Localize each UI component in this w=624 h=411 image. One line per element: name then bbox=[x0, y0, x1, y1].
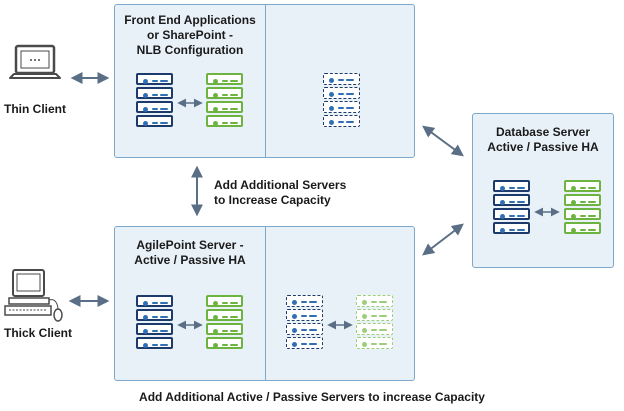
server-unit bbox=[323, 101, 360, 113]
server-icon bbox=[136, 73, 173, 129]
server-icon bbox=[323, 73, 360, 129]
server-unit bbox=[323, 73, 360, 85]
server-unit bbox=[493, 222, 530, 234]
frontend-panel-title: Front End Applications or SharePoint - N… bbox=[124, 13, 256, 57]
server-unit bbox=[206, 73, 243, 85]
desktop-computer-icon bbox=[4, 269, 63, 322]
server-unit bbox=[206, 115, 243, 127]
thick-client-label: Thick Client bbox=[4, 326, 73, 340]
server-unit bbox=[206, 87, 243, 99]
agilepoint-panel-divider bbox=[265, 227, 266, 380]
frontend-panel-divider bbox=[265, 5, 266, 157]
server-unit bbox=[356, 295, 393, 307]
frontend-db-arrow bbox=[422, 125, 464, 157]
server-unit bbox=[356, 323, 393, 335]
server-icon bbox=[136, 295, 173, 351]
server-unit bbox=[356, 337, 393, 349]
server-icon bbox=[564, 180, 601, 236]
database-panel-title: Database Server Active / Passive HA bbox=[487, 125, 599, 154]
laptop-icon bbox=[9, 44, 61, 79]
server-unit bbox=[564, 208, 601, 220]
server-unit bbox=[493, 194, 530, 206]
server-unit bbox=[206, 337, 243, 349]
server-unit bbox=[493, 180, 530, 192]
server-icon bbox=[493, 180, 530, 236]
server-icon bbox=[206, 73, 243, 129]
server-unit bbox=[206, 101, 243, 113]
server-unit bbox=[136, 295, 173, 307]
server-unit bbox=[206, 309, 243, 321]
thin-client-label: Thin Client bbox=[4, 102, 66, 116]
server-unit bbox=[356, 309, 393, 321]
server-unit bbox=[136, 87, 173, 99]
server-unit bbox=[286, 295, 323, 307]
server-unit bbox=[323, 115, 360, 127]
server-unit bbox=[564, 222, 601, 234]
bottom-caption: Add Additional Active / Passive Servers … bbox=[139, 390, 485, 404]
server-unit bbox=[564, 194, 601, 206]
server-unit bbox=[323, 87, 360, 99]
server-unit bbox=[206, 323, 243, 335]
server-unit bbox=[286, 337, 323, 349]
server-unit bbox=[206, 295, 243, 307]
server-unit bbox=[286, 323, 323, 335]
add-servers-label: Add Additional Servers to Increase Capac… bbox=[214, 178, 347, 207]
agilepoint-db-arrow bbox=[422, 223, 464, 256]
server-icon bbox=[286, 295, 323, 351]
agilepoint-panel-title: AgilePoint Server - Active / Passive HA bbox=[134, 238, 246, 267]
server-unit bbox=[136, 309, 173, 321]
server-unit bbox=[286, 309, 323, 321]
server-unit bbox=[493, 208, 530, 220]
server-icon bbox=[206, 295, 243, 351]
server-icon bbox=[356, 295, 393, 351]
server-unit bbox=[564, 180, 601, 192]
server-unit bbox=[136, 337, 173, 349]
server-unit bbox=[136, 73, 173, 85]
server-unit bbox=[136, 115, 173, 127]
server-unit bbox=[136, 323, 173, 335]
server-unit bbox=[136, 101, 173, 113]
